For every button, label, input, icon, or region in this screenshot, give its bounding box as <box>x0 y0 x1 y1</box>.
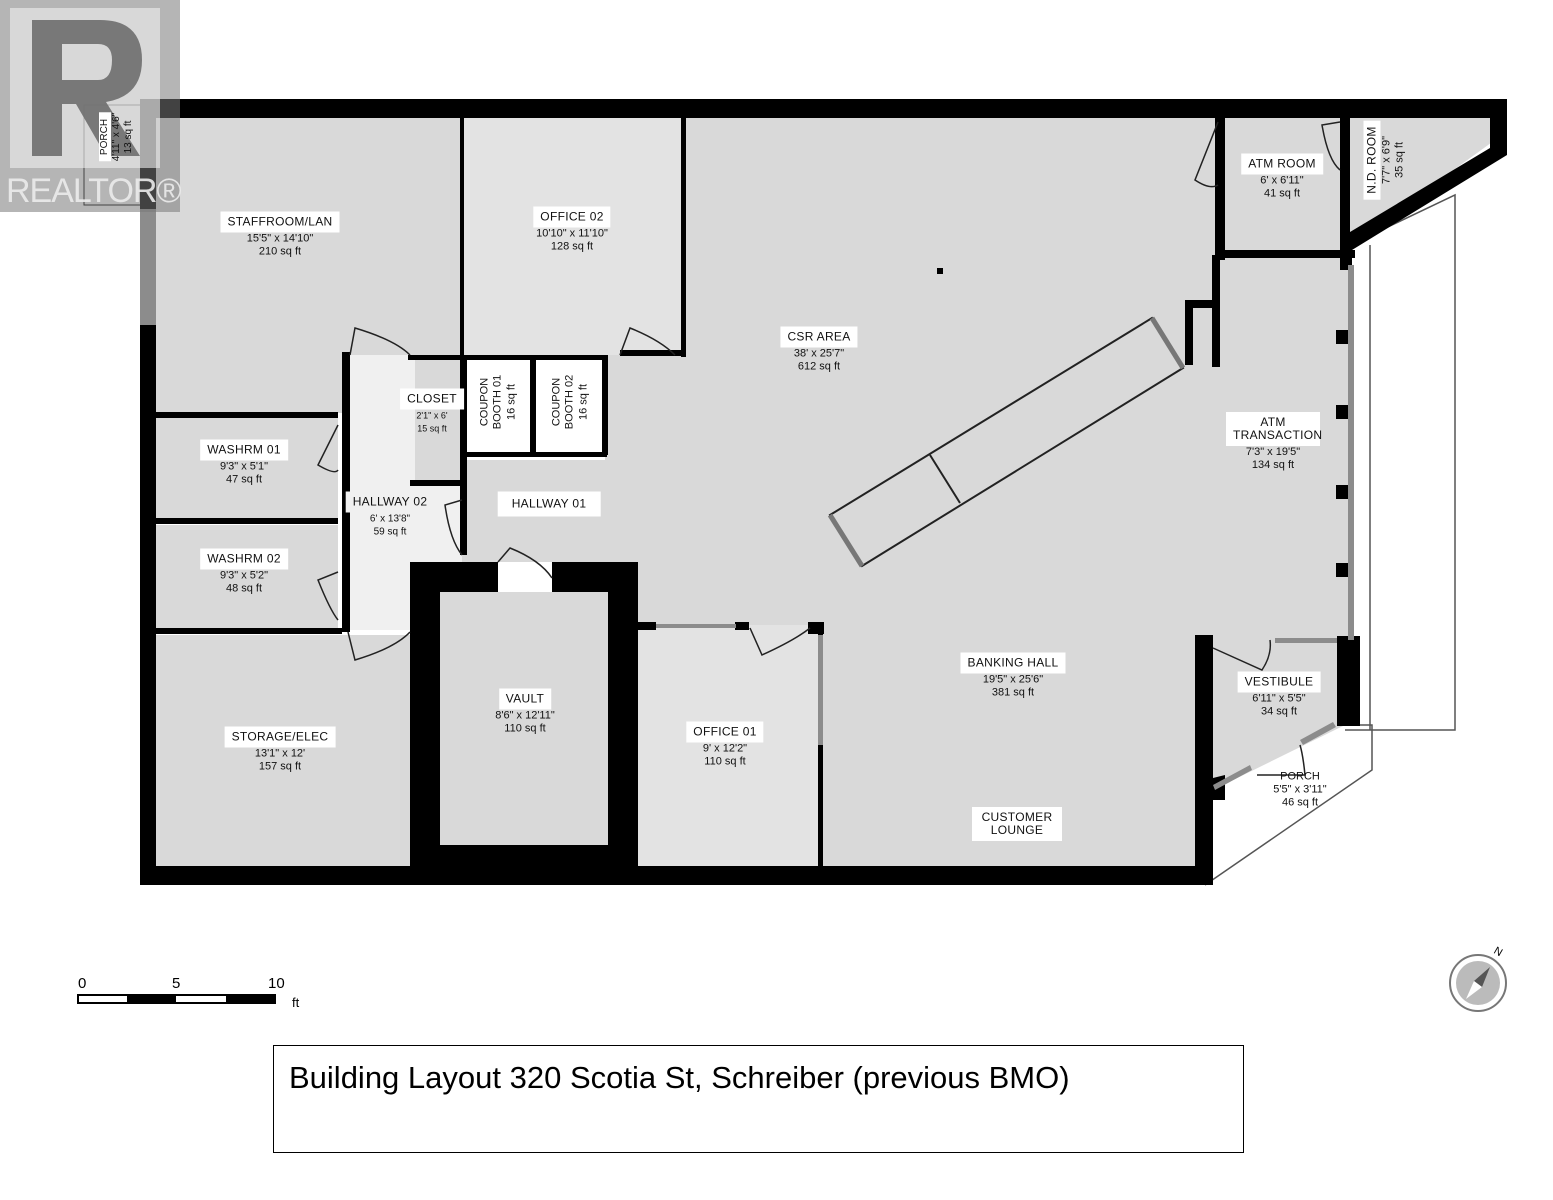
teller-counter <box>827 316 1186 568</box>
doors <box>317 121 1341 776</box>
scale-tick-0: 0 <box>78 975 87 992</box>
room-label-porch-left: PORCH 4'11" x 4'6" 13 sq ft <box>99 112 134 162</box>
compass-icon <box>1449 954 1507 1012</box>
room-label-customer-lounge: CUSTOMER LOUNGE <box>972 807 1062 841</box>
office02-floor <box>462 117 683 355</box>
washrm02-floor <box>152 525 338 628</box>
closet-floor <box>415 358 462 483</box>
room-label-nd-room: N.D. ROOM 7'7" x 6'9"35 sq ft <box>1363 120 1407 200</box>
office01-floor <box>638 625 820 868</box>
room-label-coupon-booth-02: COUPON BOOTH 02 16 sq ft <box>549 360 591 444</box>
realtor-logo-r-icon <box>10 8 160 168</box>
caption-box: Building Layout 320 Scotia St, Schreiber… <box>273 1045 1244 1153</box>
realtor-logo: REALTOR® <box>0 0 182 212</box>
storage-floor <box>152 635 410 870</box>
room-label-hallway01: HALLWAY 01 <box>497 491 601 517</box>
washrm01-floor <box>155 418 338 518</box>
vault-floor <box>440 592 608 845</box>
column-marker <box>937 268 943 274</box>
realtor-logo-text: REALTOR® <box>6 172 182 210</box>
walls <box>140 99 1507 885</box>
room-label-coupon-booth-01: COUPON BOOTH 01 16 sq ft <box>477 360 519 444</box>
scale-unit: ft <box>292 995 300 1010</box>
scale-bar <box>77 994 276 1004</box>
scale-tick-10: 10 <box>268 975 285 992</box>
scale-tick-5: 5 <box>172 975 181 992</box>
windows <box>140 209 1354 790</box>
caption-text: Building Layout 320 Scotia St, Schreiber… <box>289 1060 1070 1095</box>
